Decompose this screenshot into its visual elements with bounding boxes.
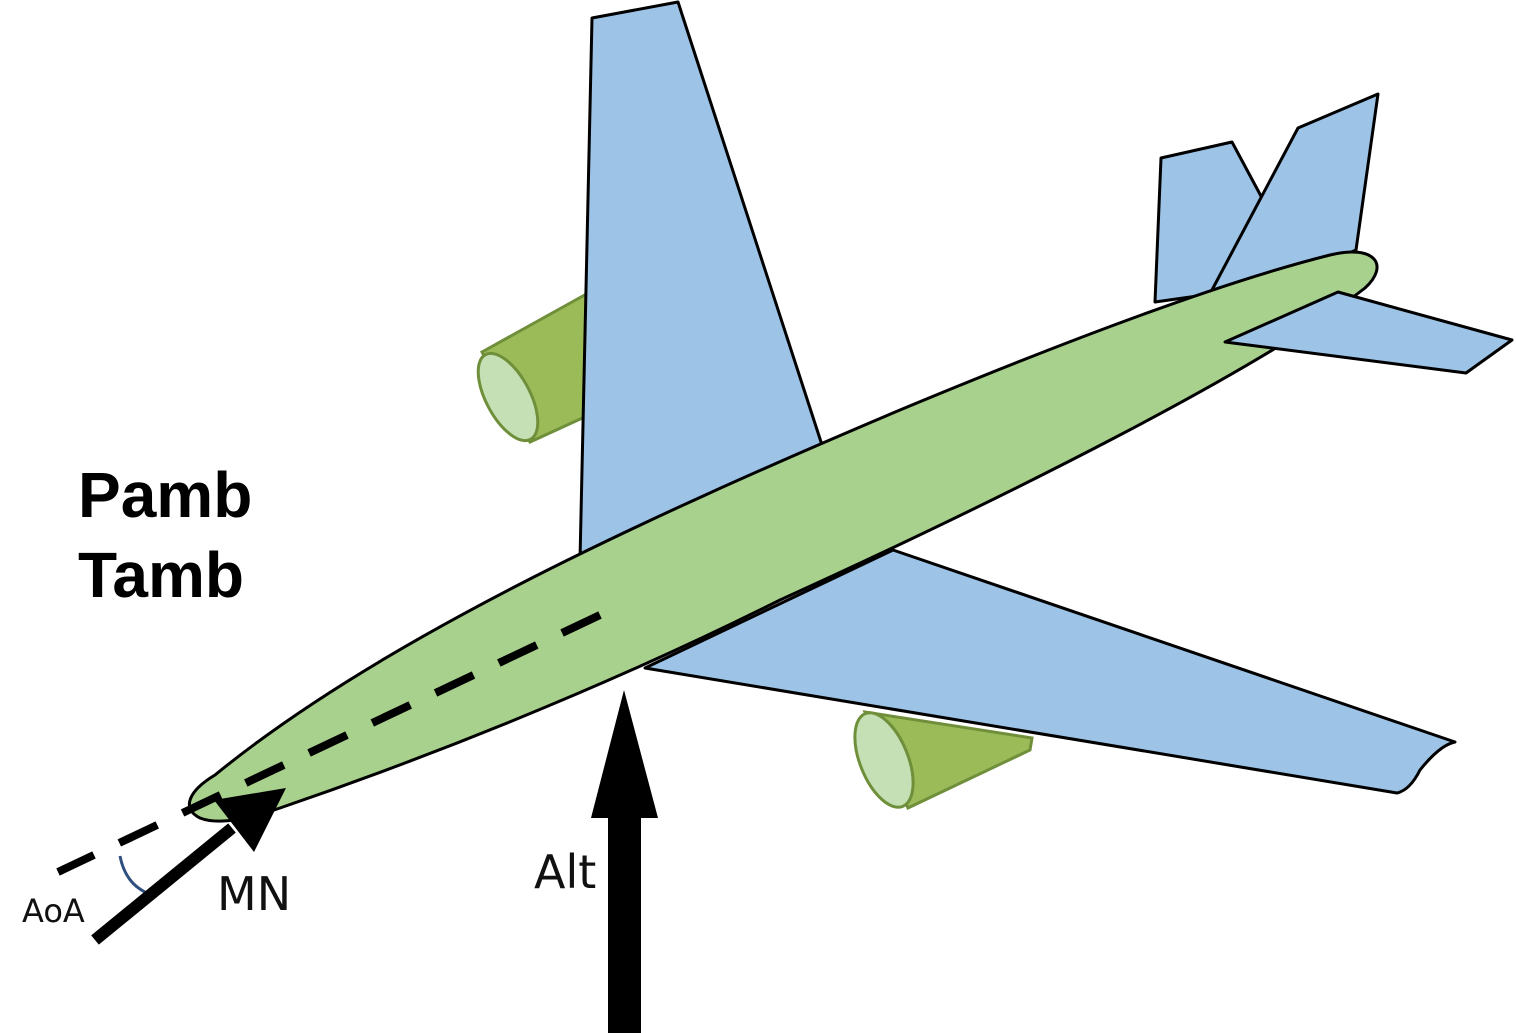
tamb-label: Tamb [78,539,244,611]
mn-label: MN [217,867,291,921]
aoa-angle-arc [118,855,146,894]
upper-engine [476,289,602,444]
alt-label: Alt [534,845,596,899]
pamb-label: Pamb [78,459,252,531]
lower-engine [853,710,1034,811]
mn-arrow-shaft [91,823,236,945]
lower-wing [643,548,1457,795]
mn-arrow-head [214,788,286,852]
alt-arrow-head [591,690,658,818]
fuselage [187,250,1379,823]
aoa-label: AoA [22,892,85,930]
alt-arrow [591,690,658,1033]
upper-engine-inlet [476,351,540,443]
alt-arrow-shaft [608,815,641,1033]
mn-arrow [91,788,286,945]
lower-engine-inlet [853,711,915,809]
lower-horizontal-stabilizer [1223,290,1514,375]
aircraft-axis-dashed-line [56,611,602,876]
